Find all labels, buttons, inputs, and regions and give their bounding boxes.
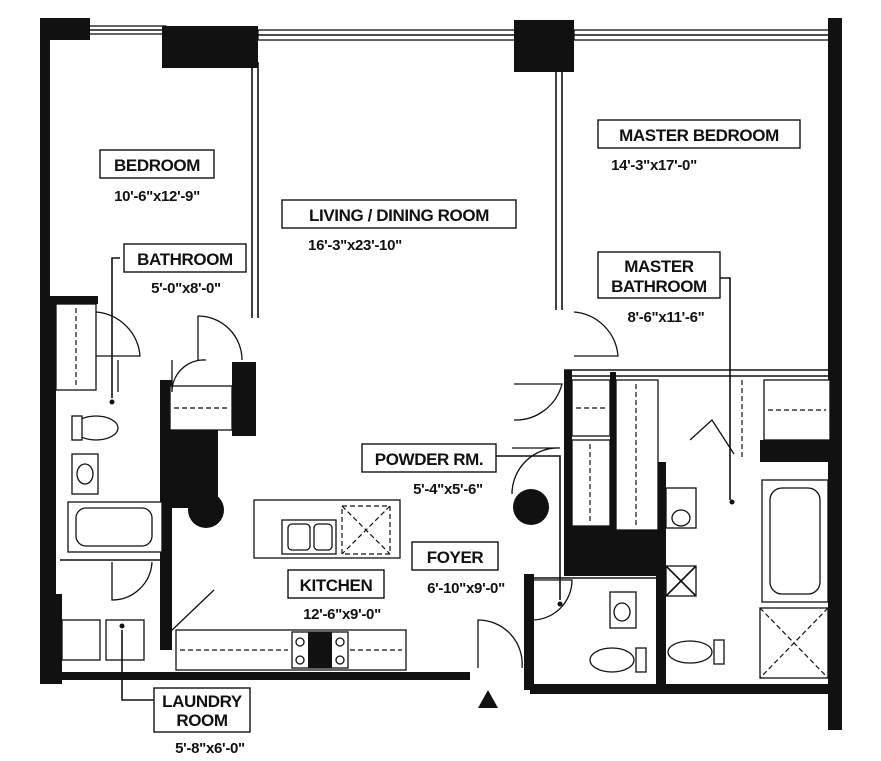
exterior-walls [40, 18, 842, 730]
kitchen-dims: 12'-6"x9'-0" [303, 606, 381, 623]
powder-room-dims: 5'-4"x5'-6" [413, 481, 483, 498]
laundry-name-1: LAUNDRY [162, 692, 243, 711]
master-bedroom-name: MASTER BEDROOM [619, 126, 779, 145]
bath-fixtures [67, 415, 829, 679]
foyer-name: FOYER [427, 548, 484, 567]
living-dining-name: LIVING / DINING ROOM [309, 206, 489, 225]
foyer-dims: 6'-10"x9'-0" [427, 580, 505, 597]
interior-walls [50, 62, 830, 692]
label-living-dining: LIVING / DINING ROOM 16'-3"x23'-10" [281, 199, 517, 254]
label-bathroom: BATHROOM 5'-0"x8'-0" [123, 243, 247, 297]
bedroom-name: BEDROOM [114, 156, 200, 175]
label-foyer: FOYER 6'-10"x9'-0" [411, 541, 505, 597]
label-bedroom: BEDROOM 10'-6"x12'-9" [99, 149, 215, 205]
master-bathroom-dims: 8'-6"x11'-6" [628, 309, 705, 326]
kitchen-name: KITCHEN [300, 576, 373, 595]
laundry-name-2: ROOM [176, 711, 228, 730]
label-master-bedroom: MASTER BEDROOM 14'-3"x17'-0" [597, 119, 801, 174]
kitchen-fixtures [175, 499, 407, 671]
label-powder-room: POWDER RM. 5'-4"x5'-6" [361, 443, 497, 498]
bathroom-name: BATHROOM [137, 250, 233, 269]
label-master-bathroom: MASTER BATHROOM 8'-6"x11'-6" [597, 251, 721, 326]
laundry-dims: 5'-8"x6'-0" [175, 740, 245, 757]
bedroom-dims: 10'-6"x12'-9" [114, 188, 200, 205]
label-laundry: LAUNDRY ROOM 5'-8"x6'-0" [153, 687, 251, 757]
living-dining-dims: 16'-3"x23'-10" [308, 237, 402, 254]
powder-room-name: POWDER RM. [375, 450, 483, 469]
master-bedroom-dims: 14'-3"x17'-0" [611, 157, 697, 174]
doors [95, 311, 735, 669]
laundry-fixtures [61, 619, 145, 661]
master-bathroom-name-2: BATHROOM [611, 277, 707, 296]
closets [55, 303, 831, 531]
label-kitchen: KITCHEN 12'-6"x9'-0" [287, 569, 385, 623]
master-bathroom-name-1: MASTER [624, 257, 694, 276]
bathroom-dims: 5'-0"x8'-0" [151, 280, 221, 297]
entry-arrow-icon [478, 690, 498, 708]
